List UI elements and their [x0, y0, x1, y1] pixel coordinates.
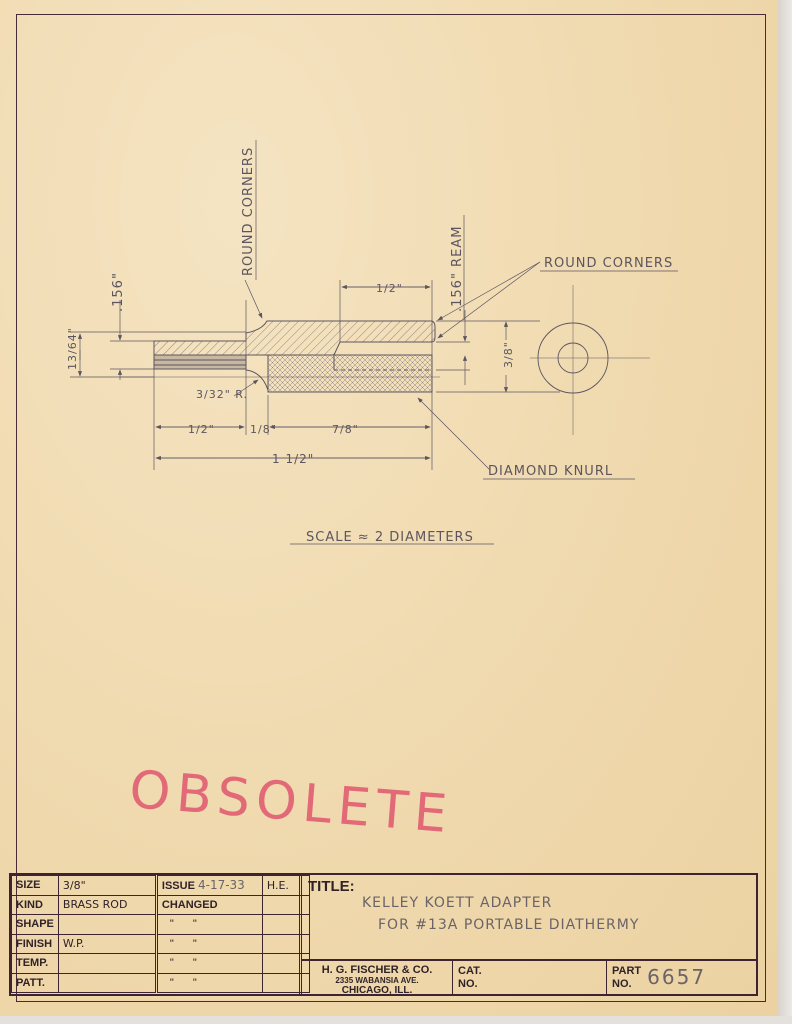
ditto-mark: " " [154, 953, 263, 974]
spec-row-size: SIZE 3/8" ISSUE 4-17-33 H.E. [11, 875, 310, 896]
ditto-mark: " " [154, 914, 263, 935]
spec-label: PATT. [11, 972, 59, 993]
drawing-annotations: ROUND CORNERS ROUND CORNERS .156" REAM D… [66, 147, 673, 545]
company-address: 2335 WABANSIA AVE. [335, 976, 419, 985]
title-line-1: KELLEY KOETT ADAPTER [362, 895, 553, 911]
dim-shank-dia: 13/64" [66, 327, 79, 370]
cat-no-label: NO. [458, 978, 478, 990]
end-view [530, 285, 650, 435]
issue-date: 4-17-33 [197, 878, 245, 893]
spec-row-finish: FINISH W.P. " " [11, 933, 310, 954]
initials-cell [261, 972, 310, 993]
company-name: H. G. FISCHER & CO. [321, 964, 433, 976]
dim-groove-length: 1/8" [250, 423, 277, 436]
spec-label: SHAPE [11, 914, 59, 935]
dimension-lines [70, 140, 678, 545]
spec-value: W.P. [57, 933, 157, 954]
cat-label: CAT. [458, 965, 482, 977]
spec-value: 3/8" [57, 875, 157, 896]
changed-label: CHANGED [154, 894, 263, 915]
spec-value [57, 914, 157, 935]
dim-bore: .156" [111, 272, 126, 312]
title-label: TITLE: [308, 878, 355, 895]
spec-value: BRASS ROD [57, 894, 157, 915]
dim-shank-length: 1/2" [188, 423, 215, 436]
note-round-corners-right: ROUND CORNERS [544, 256, 673, 271]
spec-value [57, 953, 157, 974]
drawing-border [16, 14, 766, 1002]
title-block: SIZE 3/8" ISSUE 4-17-33 H.E. KIND BRASS … [9, 873, 758, 996]
spec-row-shape: SHAPE " " [11, 914, 310, 935]
drawing-sheet [0, 0, 778, 1016]
note-scale: SCALE ≈ 2 DIAMETERS [306, 530, 474, 545]
title-block-footer: H. G. FISCHER & CO. 2335 WABANSIA AVE. C… [302, 959, 756, 996]
dim-outer-dia: 3/8" [502, 341, 515, 368]
issue-cell: ISSUE 4-17-33 [154, 875, 263, 896]
issue-label: ISSUE [161, 880, 195, 893]
spec-value [57, 972, 157, 993]
ditto-mark: " " [154, 933, 263, 954]
spec-label: FINISH [11, 933, 59, 954]
company-info: H. G. FISCHER & CO. 2335 WABANSIA AVE. C… [302, 961, 453, 996]
title-line-2: FOR #13A PORTABLE DIATHERMY [378, 917, 640, 933]
scan-edge-right [778, 0, 792, 1024]
spec-row-patt: PATT. " " [11, 972, 310, 993]
dim-fillet: 3/32" R. [196, 388, 248, 401]
company-city: CHICAGO, ILL. [341, 985, 413, 996]
scan-edge-bottom [0, 1016, 792, 1024]
spec-label: KIND [11, 894, 59, 915]
ditto-mark: " " [154, 972, 263, 993]
catalog-number-cell: CAT. NO. [454, 961, 607, 994]
part-section-view [120, 320, 440, 393]
spec-row-kind: KIND BRASS ROD CHANGED [11, 894, 310, 915]
note-ream: .156" REAM [450, 226, 465, 312]
dim-counterbore-depth: 1/2" [376, 282, 403, 295]
spec-table: SIZE 3/8" ISSUE 4-17-33 H.E. KIND BRASS … [11, 875, 310, 993]
spec-label: TEMP. [11, 953, 59, 974]
note-round-corners-vertical: ROUND CORNERS [241, 147, 256, 276]
spec-label: SIZE [11, 875, 59, 896]
title-area: TITLE: KELLEY KOETT ADAPTER FOR #13A POR… [299, 875, 756, 996]
note-diamond-knurl: DIAMOND KNURL [488, 464, 613, 479]
dim-knurl-length: 7/8" [332, 423, 359, 436]
part-number: 6657 [647, 965, 707, 989]
dim-overall-length: 1 1/2" [272, 452, 314, 466]
spec-row-temp: TEMP. " " [11, 953, 310, 974]
